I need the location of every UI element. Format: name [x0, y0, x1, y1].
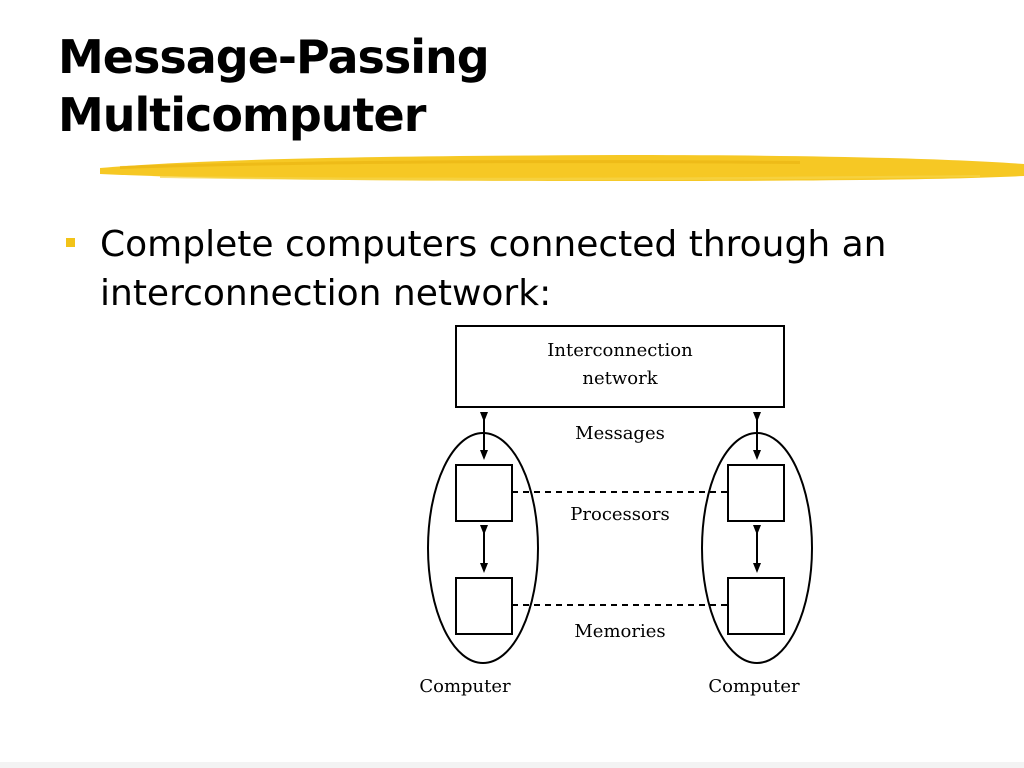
bullet-text: Complete computers connected through an … [100, 220, 920, 318]
interconnection-network-box [455, 325, 785, 408]
title-brush-underline [100, 155, 1024, 181]
network-label-line-2: network [582, 368, 658, 389]
processor-box-right [727, 464, 785, 522]
title-line-1: Message-Passing [58, 30, 490, 84]
bullet-line-1: Complete computers connected through an [100, 224, 887, 265]
computer-label-right: Computer [708, 676, 800, 697]
processors-label: Processors [570, 504, 669, 525]
computer-label-left: Computer [419, 676, 511, 697]
bullet-line-2: interconnection network: [100, 273, 552, 314]
slide-title: Message-Passing Multicomputer [58, 28, 758, 144]
processor-box-left [455, 464, 513, 522]
bottom-bar [0, 762, 1024, 768]
memory-box-left [455, 577, 513, 635]
title-line-2: Multicomputer [58, 88, 426, 142]
network-label-line-1: Interconnection [547, 340, 693, 361]
memory-box-right [727, 577, 785, 635]
messages-label: Messages [575, 423, 665, 444]
memories-label: Memories [574, 621, 665, 642]
bullet-marker [66, 238, 75, 247]
